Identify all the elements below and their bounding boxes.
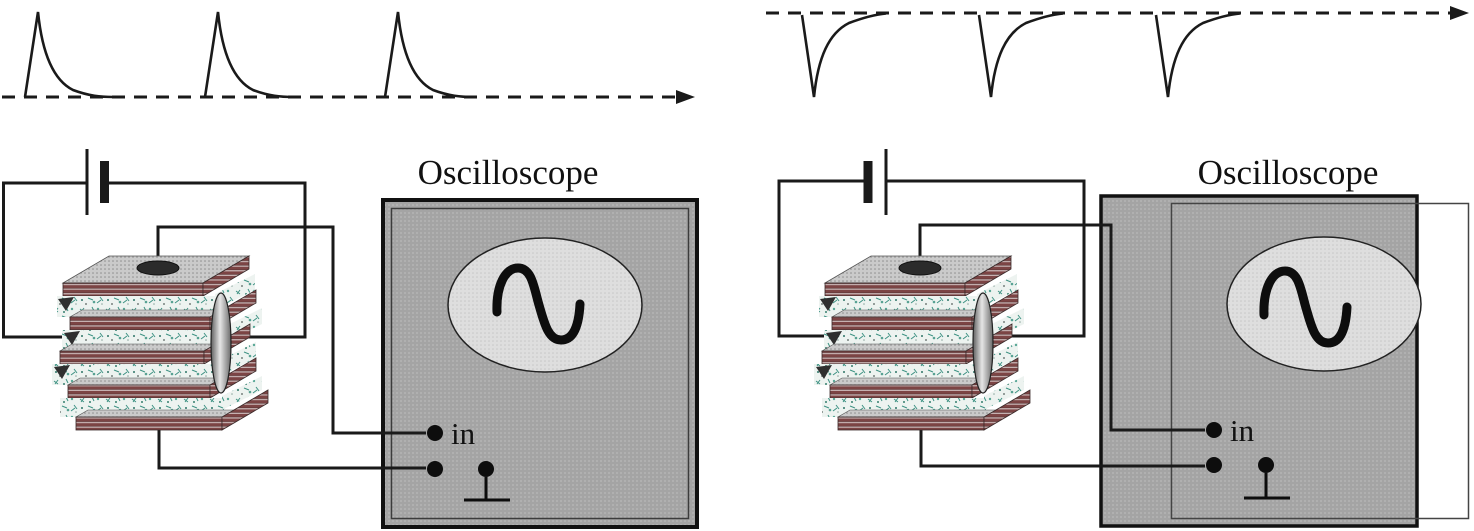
ground-icon — [1244, 457, 1290, 500]
waveform-axis-arrow — [1450, 6, 1469, 20]
input-label: in — [451, 416, 476, 451]
left-panel: Oscilloscope in — [2, 11, 699, 529]
wire-battery-right-to-device — [887, 179, 1086, 338]
circuit-wires — [777, 179, 1205, 468]
input-terminal-dot — [427, 425, 443, 441]
oscilloscope: Oscilloscope — [1099, 153, 1470, 528]
waveform-pulse — [1154, 12, 1241, 98]
input-label: in — [1230, 413, 1255, 448]
oscilloscope-screen — [447, 237, 643, 373]
reference-terminal-dot — [1206, 457, 1222, 473]
oscilloscope-title: Oscilloscope — [1198, 153, 1379, 192]
oscilloscope-inner-frame — [390, 207, 690, 520]
oscilloscope-inner-frame — [1170, 202, 1470, 520]
film-stack-device — [813, 255, 1031, 431]
wire-bottom-electrode-to-scope — [919, 430, 1205, 468]
ground-terminal-dot — [478, 461, 494, 477]
wire-battery-left-to-device — [777, 179, 867, 338]
scope-terminals: in — [1206, 413, 1290, 500]
oscilloscope-screen — [1226, 236, 1422, 372]
reference-terminal-dot — [427, 461, 443, 477]
wire-top-electrode-to-scope-in — [156, 225, 426, 435]
wire-top-electrode-to-scope-in — [918, 223, 1205, 432]
wire-battery-left-to-device — [2, 181, 90, 339]
right-panel: Oscilloscope in — [766, 6, 1470, 528]
oscilloscope-title: Oscilloscope — [418, 153, 599, 192]
waveform-pulse — [383, 11, 474, 99]
waveform-axis-arrow — [676, 90, 695, 104]
waveform-pulse — [800, 12, 887, 98]
scope-terminals: in — [427, 416, 510, 502]
waveform-pulse — [977, 12, 1064, 98]
ground-terminal-dot — [1258, 457, 1274, 473]
oscilloscope: Oscilloscope — [381, 153, 699, 529]
battery-icon — [863, 149, 888, 215]
circuit-wires — [2, 181, 426, 470]
waveform-pulse — [203, 11, 294, 99]
input-terminal-dot — [1206, 422, 1222, 438]
film-stack-device — [51, 255, 269, 431]
waveform-negative-pulses — [766, 6, 1469, 98]
battery-icon — [85, 149, 109, 215]
wire-battery-right-to-device — [106, 181, 307, 339]
waveform-pulse — [23, 11, 114, 99]
waveform-positive-pulses — [2, 11, 695, 104]
ground-icon — [464, 461, 510, 502]
wire-bottom-electrode-to-scope — [157, 430, 426, 470]
